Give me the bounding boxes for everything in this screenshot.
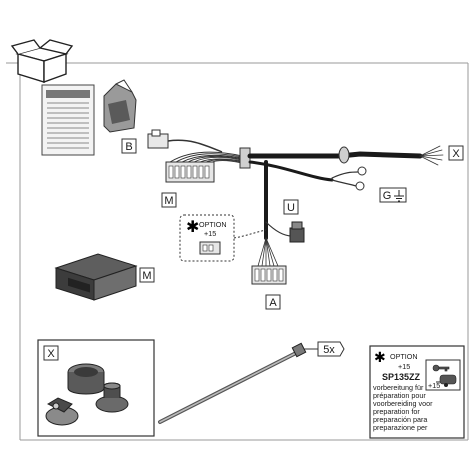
tie-count-badge: 5x bbox=[317, 341, 345, 357]
option-callout: ✱ OPTION +15 bbox=[179, 214, 267, 262]
info-option: OPTION bbox=[390, 352, 418, 361]
info-line-1: vorbereitung für bbox=[373, 383, 424, 392]
label-u-text: U bbox=[287, 202, 295, 214]
asterisk-icon: ✱ bbox=[374, 350, 386, 366]
info-part-number: SP135ZZ bbox=[382, 372, 421, 382]
control-module bbox=[54, 253, 138, 301]
info-line-3: voorbereiding voor bbox=[373, 399, 433, 408]
option-info-box: ✱ OPTION +15 SP135ZZ vorbereitung für pr… bbox=[369, 345, 465, 439]
trailer-plug bbox=[45, 397, 79, 426]
label-x-harness: X bbox=[448, 145, 464, 161]
connector-u bbox=[289, 221, 305, 243]
asterisk-icon: ✱ bbox=[186, 217, 199, 236]
label-b: B bbox=[121, 138, 137, 154]
option-callout-line2: +15 bbox=[204, 229, 216, 238]
connector-a bbox=[251, 265, 287, 285]
icon-plus15: +15 bbox=[428, 381, 440, 390]
label-a-text: A bbox=[269, 297, 277, 309]
connector-b bbox=[147, 129, 223, 153]
option-callout-line1: OPTION bbox=[199, 220, 227, 229]
socket-kit-panel: X bbox=[37, 339, 155, 437]
label-m-module-text: M bbox=[142, 270, 151, 282]
connector-m-harness bbox=[165, 161, 215, 183]
instruction-booklet bbox=[41, 84, 95, 156]
info-line-5: preparación para bbox=[373, 415, 427, 424]
info-line-2: préparation pour bbox=[373, 391, 426, 400]
label-m-module: M bbox=[139, 267, 155, 283]
rubber-grommet bbox=[95, 382, 129, 413]
label-g-text: G bbox=[383, 190, 392, 202]
label-m-harness: M bbox=[161, 192, 177, 208]
cable-tie bbox=[158, 342, 318, 424]
trailer-socket bbox=[67, 363, 105, 395]
label-g: G bbox=[379, 187, 407, 203]
info-line-6: preparazione per bbox=[373, 423, 428, 432]
label-m-harness-text: M bbox=[164, 195, 173, 207]
info-plus15: +15 bbox=[398, 362, 410, 371]
info-line-4: preparation for bbox=[373, 407, 420, 416]
ground-icon bbox=[394, 190, 404, 202]
box-icon bbox=[10, 39, 74, 83]
key-icon bbox=[432, 364, 450, 372]
label-a: A bbox=[265, 294, 281, 310]
parts-bag bbox=[103, 79, 137, 133]
label-x-harness-text: X bbox=[452, 148, 460, 160]
label-u: U bbox=[283, 199, 299, 215]
page-frame bbox=[6, 62, 469, 441]
caravan-icon bbox=[436, 374, 457, 387]
label-b-text: B bbox=[125, 141, 132, 153]
tie-count-text: 5x bbox=[323, 344, 335, 356]
main-harness bbox=[169, 145, 444, 267]
label-x-kit-text: X bbox=[47, 348, 55, 360]
